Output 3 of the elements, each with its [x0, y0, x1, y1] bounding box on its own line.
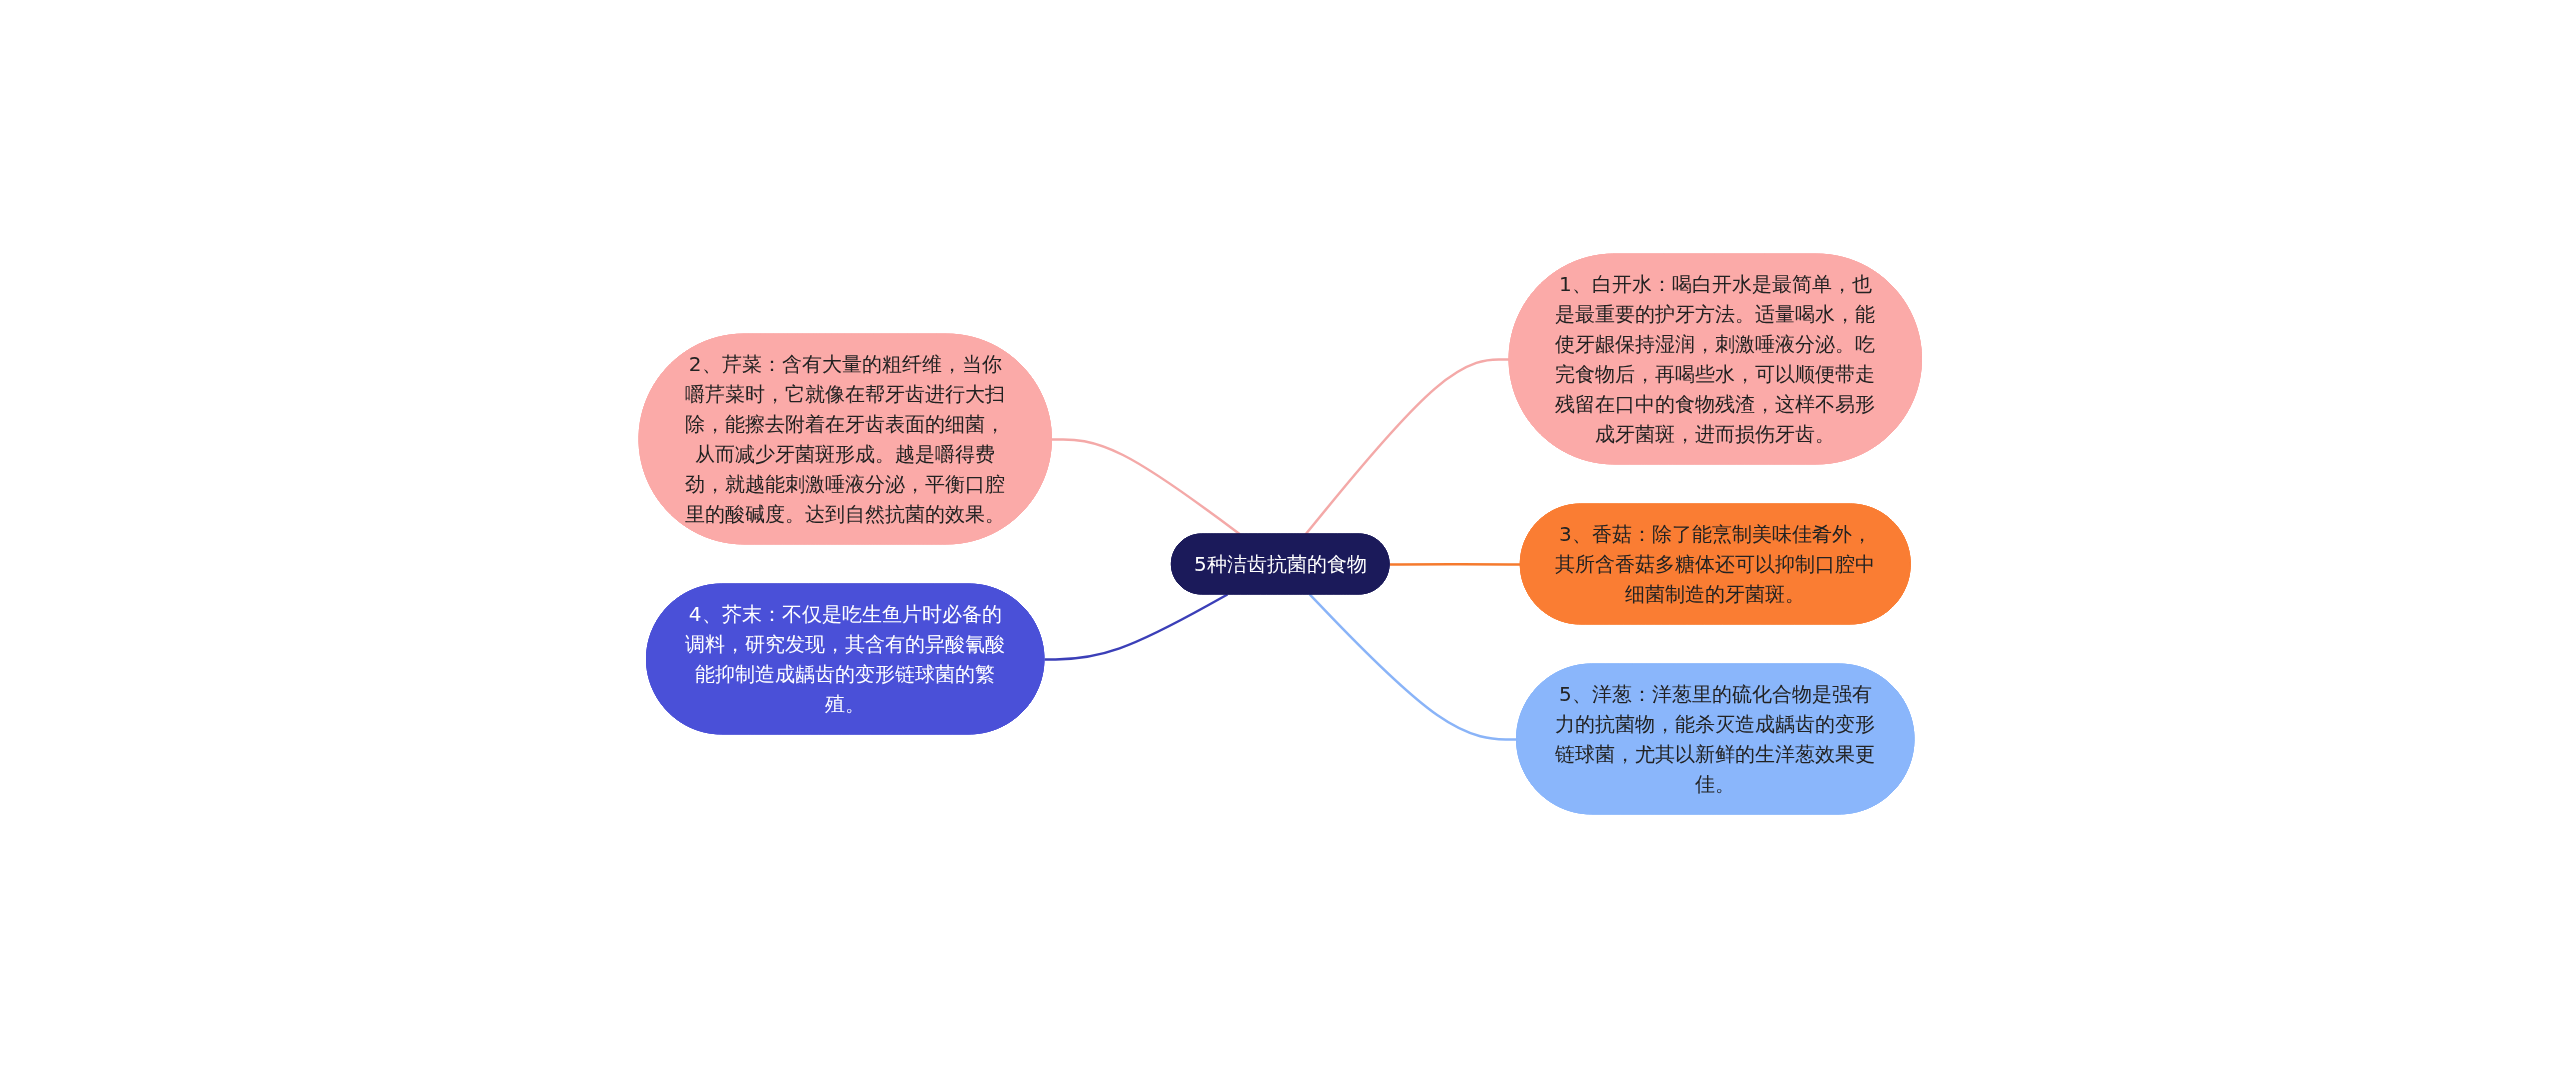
connector: [1389, 562, 1521, 566]
connector: [1044, 593, 1228, 661]
connector: [1308, 593, 1517, 741]
